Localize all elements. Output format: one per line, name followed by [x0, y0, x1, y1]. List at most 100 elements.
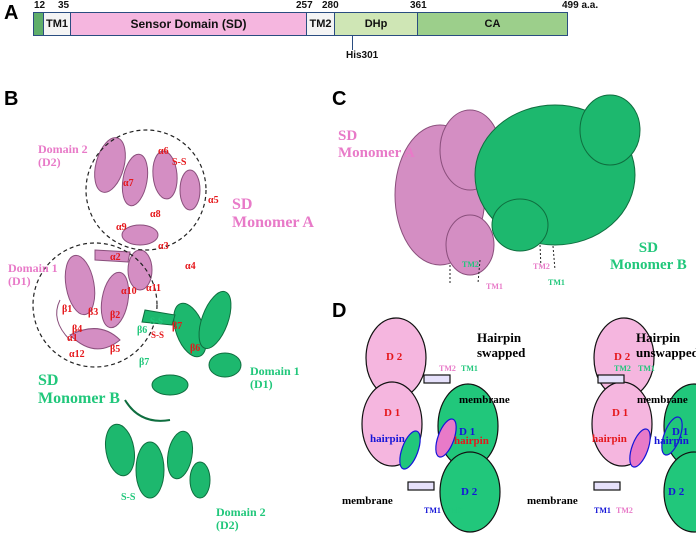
- tick-361: 361: [410, 0, 427, 11]
- d2-right-label: D 2: [614, 351, 631, 363]
- swapped-title-line2: swapped: [477, 345, 526, 360]
- helix-a10: α10: [121, 286, 137, 297]
- panel-label-c: C: [332, 88, 347, 110]
- d2b-left: [439, 451, 501, 533]
- strand-b6-red: β6: [190, 343, 201, 354]
- his301-marker: [352, 36, 354, 50]
- hairpin-right-blue: hairpin: [654, 435, 689, 447]
- helix-a5: α5: [208, 195, 219, 206]
- tm2-segment: TM2: [306, 12, 335, 36]
- c-tm2-a: TM2: [462, 260, 479, 269]
- tick-35: 35: [58, 0, 70, 11]
- monomer-a-ribbon: [56, 137, 201, 350]
- his301-label: His301: [346, 50, 379, 61]
- d-tm1-left-bottom: TM1: [424, 506, 441, 515]
- d1b-left-label: D 1: [459, 426, 476, 438]
- tick-257: 257: [296, 0, 313, 11]
- d2b-right: [663, 451, 696, 533]
- disulfide-mid1-label: S-S: [150, 316, 164, 326]
- d-tm2-left: TM2: [439, 364, 456, 373]
- domain1-b-label: Domain 1 (D1): [250, 365, 300, 391]
- c-monomer-a-label: SD Monomer A: [338, 128, 415, 162]
- helix-a3: α3: [158, 241, 169, 252]
- d-tm1-right-bottom: TM1: [594, 506, 611, 515]
- domain2-a-line2: (D2): [38, 155, 61, 169]
- membrane-right-bottom: membrane: [527, 495, 578, 507]
- membrane-left-bottom: membrane: [342, 495, 393, 507]
- d-tm2-right: TM2: [614, 364, 631, 373]
- domain1-b-line1: Domain 1: [250, 364, 300, 378]
- strand-b2: β2: [110, 310, 121, 321]
- domain1-a-line1: Domain 1: [8, 261, 58, 275]
- strand-b6-b: β6: [137, 325, 148, 336]
- domain2-a-label: Domain 2 (D2): [38, 143, 88, 169]
- monomer-a-line2: Monomer A: [232, 214, 314, 231]
- strand-b5: β5: [110, 344, 121, 355]
- c-tm1-a: TM1: [486, 282, 503, 291]
- c-monomer-b-label: SD Monomer B: [610, 240, 687, 274]
- panel-c-ribbon: [394, 94, 641, 285]
- monomer-a-line1: SD: [232, 196, 253, 213]
- helix-a8: α8: [150, 209, 161, 220]
- strand-b1: β1: [62, 304, 73, 315]
- hairpin-left-red: hairpin: [454, 435, 489, 447]
- strand-b3: β3: [88, 307, 99, 318]
- panel-label-b: B: [4, 88, 19, 110]
- d-tm1-right: TM1: [638, 364, 655, 373]
- c-tm1-b: TM1: [548, 278, 565, 287]
- strand-b7-red: β7: [172, 321, 183, 332]
- hairpin-left-blue: hairpin: [370, 433, 405, 445]
- helix-a7: α7: [123, 178, 134, 189]
- swapped-title-line1: Hairpin: [477, 330, 522, 345]
- monomer-b-line2: Monomer B: [38, 390, 120, 407]
- d-tm2-right-bottom: TM2: [616, 506, 633, 515]
- c-monomer-b-line2: Monomer B: [610, 257, 687, 273]
- d2-left-label: D 2: [386, 351, 403, 363]
- d2b-left-label: D 2: [461, 486, 478, 498]
- d1-right-label: D 1: [612, 407, 629, 419]
- monomer-b-ribbon: [104, 290, 242, 499]
- d2b-right-label: D 2: [668, 486, 685, 498]
- c-monomer-b-line1: SD: [638, 240, 658, 256]
- tick-499: 499 a.a.: [562, 0, 599, 11]
- helix-a6: α6: [158, 146, 169, 157]
- domain2-a-line1: Domain 2: [38, 142, 88, 156]
- hairpin-right-red: hairpin: [592, 433, 627, 445]
- tick-12: 12: [34, 0, 46, 11]
- domain2-b-line1: Domain 2: [216, 505, 266, 519]
- dhp-segment: DHp: [334, 12, 418, 36]
- strand-b4: β4: [72, 324, 83, 335]
- panel-label-a: A: [4, 2, 19, 24]
- helix-a1: α1: [67, 333, 78, 344]
- helix-a4: α4: [185, 261, 196, 272]
- strand-b7-b: β7: [139, 357, 150, 368]
- tick-280: 280: [322, 0, 339, 11]
- hairpin-unswapped-title: Hairpin unswapped: [636, 330, 696, 360]
- helix-a11: α11: [146, 283, 162, 294]
- helix-a2: α2: [110, 252, 121, 263]
- c-monomer-a-line1: SD: [338, 128, 358, 144]
- panel-label-d: D: [332, 300, 347, 322]
- domain1-a-label: Domain 1 (D1): [8, 262, 58, 288]
- membrane-right-top: membrane: [637, 394, 688, 406]
- monomer-a-label: SD Monomer A: [232, 196, 314, 232]
- c-tm2-b: TM2: [533, 262, 550, 271]
- domain1-b-line2: (D1): [250, 377, 273, 391]
- hairpin-swapped-title: Hairpin swapped: [477, 330, 525, 360]
- monomer-b-label: SD Monomer B: [38, 372, 120, 408]
- helix-a12: α12: [69, 349, 85, 360]
- domain2-b-label: Domain 2 (D2): [216, 506, 266, 532]
- membrane-left-top: membrane: [459, 394, 510, 406]
- helix-a9: α9: [116, 222, 127, 233]
- disulfide-mid2-label: S-S: [151, 330, 165, 340]
- disulfide-b-label: S-S: [121, 492, 136, 503]
- d1b-right-label: D 1: [672, 426, 689, 438]
- domain2-circle: [85, 129, 207, 251]
- ca-segment: CA: [417, 12, 568, 36]
- disulfide-a-label: S-S: [172, 157, 187, 168]
- c-monomer-a-line2: Monomer A: [338, 145, 415, 161]
- monomer-b-line1: SD: [38, 372, 59, 389]
- domain2-b-line2: (D2): [216, 518, 239, 532]
- d1-left-label: D 1: [384, 407, 401, 419]
